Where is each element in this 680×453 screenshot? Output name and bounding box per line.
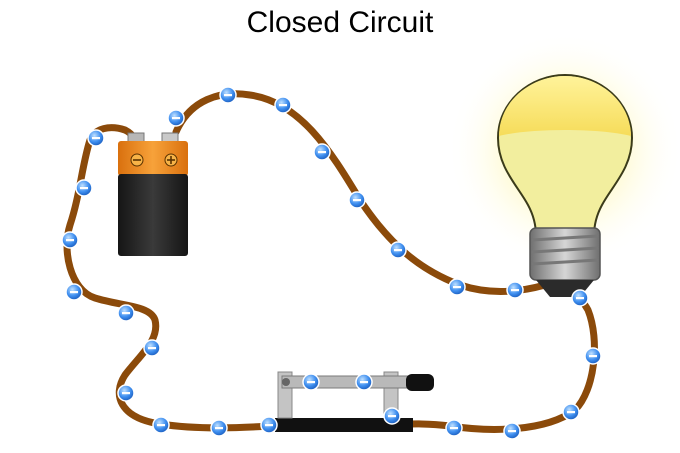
electron-minus-sign (224, 94, 232, 97)
electron-minus-sign (307, 381, 315, 384)
knife-switch (275, 371, 434, 432)
electron-minus-sign (508, 430, 516, 433)
electron-minus-sign (157, 424, 165, 427)
electron-minus-sign (122, 392, 130, 395)
electron (274, 96, 292, 114)
electron-minus-sign (122, 312, 130, 315)
electron-minus-sign (215, 427, 223, 430)
electron (383, 407, 401, 425)
electron-minus-sign (360, 381, 368, 384)
switch-handle (406, 374, 434, 391)
electron (562, 403, 580, 421)
electron (143, 339, 161, 357)
electron-minus-sign (265, 424, 273, 427)
switch-lever (281, 375, 411, 389)
electron (210, 419, 228, 437)
electron-minus-sign (172, 117, 180, 120)
electron-minus-sign (279, 104, 287, 107)
electron (445, 419, 463, 437)
electron (448, 278, 466, 296)
electron (87, 129, 105, 147)
electron (117, 304, 135, 322)
electron-minus-sign (66, 239, 74, 242)
electron (61, 231, 79, 249)
light-bulb (496, 73, 634, 297)
electron (302, 373, 320, 391)
electron-minus-sign (511, 289, 519, 292)
electron-minus-sign (353, 199, 361, 202)
electron-minus-sign (148, 347, 156, 350)
electron-minus-sign (80, 187, 88, 190)
electron (313, 143, 331, 161)
electron-minus-sign (318, 151, 326, 154)
electron-minus-sign (576, 297, 584, 300)
diagram-title: Closed Circuit (246, 6, 434, 39)
electron (219, 86, 237, 104)
electron (167, 109, 185, 127)
electron (117, 384, 135, 402)
electron (571, 289, 589, 307)
electron-minus-sign (388, 415, 396, 418)
electron (506, 281, 524, 299)
electron (65, 283, 83, 301)
electron-minus-sign (567, 411, 575, 414)
electron (152, 416, 170, 434)
electron-minus-sign (450, 427, 458, 430)
switch-base (275, 418, 413, 432)
electron (260, 416, 278, 434)
electron (348, 191, 366, 209)
electron (503, 422, 521, 440)
electron (355, 373, 373, 391)
electron (75, 179, 93, 197)
electron-minus-sign (589, 355, 597, 358)
electron (389, 241, 407, 259)
battery-top-cap (118, 141, 188, 176)
electron (584, 347, 602, 365)
electron-minus-sign (394, 249, 402, 252)
electron-minus-sign (70, 291, 78, 294)
electron-minus-sign (92, 137, 100, 140)
battery (118, 132, 188, 256)
battery-body (118, 174, 188, 256)
electrons (61, 86, 602, 440)
electron-minus-sign (453, 286, 461, 289)
bulb-glass-top (499, 76, 631, 136)
